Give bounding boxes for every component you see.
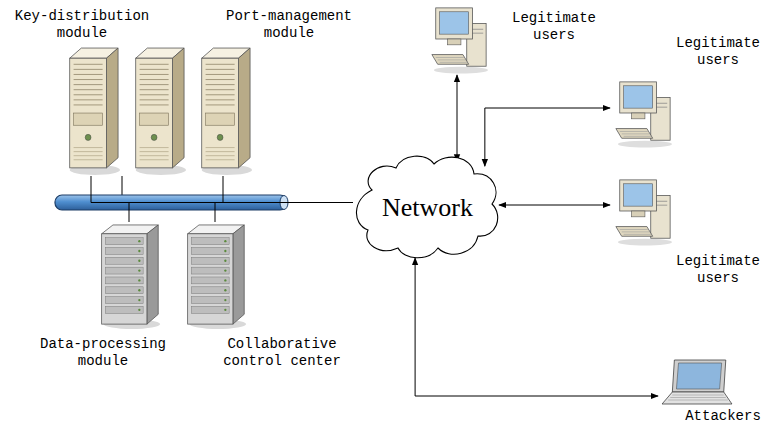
bus-drop (122, 176, 123, 196)
device-node: Data-processing module (96, 222, 162, 330)
device-label: Legitimate users (668, 253, 768, 287)
device-label: Key-distribution module (7, 8, 157, 42)
device-label: Attackers (678, 408, 768, 425)
device-icon (182, 222, 248, 330)
connector (223, 176, 353, 203)
device-label: Port-management module (214, 8, 364, 42)
connector (91, 176, 353, 203)
device-label: Collaborative control center (212, 336, 352, 370)
cloud-label: Network (350, 150, 505, 265)
device-label: Legitimate users (504, 10, 604, 44)
connector (415, 258, 658, 396)
device-icon (96, 222, 162, 330)
device-node: Legitimate users (612, 78, 674, 148)
device-node: Attackers (660, 358, 734, 408)
connector (457, 75, 458, 162)
device-label: Data-processing module (28, 336, 178, 370)
device-node: Port-management module (194, 44, 252, 176)
connector (215, 203, 353, 223)
server-icon (128, 44, 186, 176)
connector (129, 203, 353, 223)
device-node: Legitimate users (612, 176, 674, 246)
device-icon (612, 176, 674, 246)
device-icon (660, 358, 734, 408)
connector (485, 108, 610, 166)
device-icon (428, 4, 490, 74)
device-node: Collaborative control center (182, 222, 248, 330)
connector (499, 205, 610, 206)
device-icon (612, 78, 674, 148)
device-label: Legitimate users (668, 35, 768, 69)
device-node: Legitimate users (428, 4, 490, 74)
device-icon (194, 44, 252, 176)
device-icon (62, 44, 120, 176)
network-cloud: Network (350, 150, 505, 265)
device-node: Key-distribution module (62, 44, 120, 176)
